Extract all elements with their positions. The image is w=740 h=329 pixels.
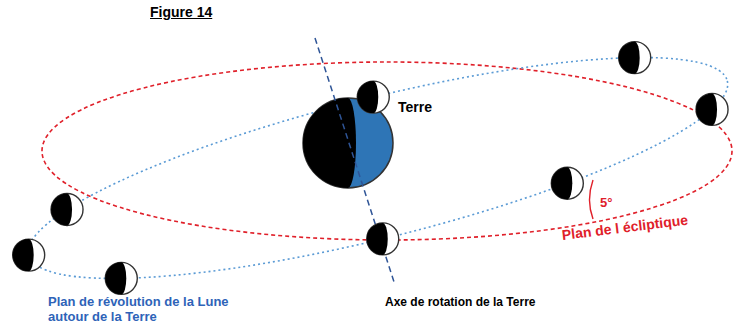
moon — [619, 42, 651, 74]
rotation-axis — [315, 38, 395, 285]
moon-dark-side — [105, 262, 126, 294]
moon-lit-side — [357, 81, 389, 113]
ecliptic-plane — [42, 62, 732, 240]
ecliptic-label: Plan de l écliptique — [561, 213, 689, 243]
angle-arc — [590, 180, 594, 219]
moon-orbit — [12, 13, 740, 323]
angle-label: 5° — [600, 195, 612, 210]
moon-lit-side — [551, 167, 583, 199]
moon-dark-side — [551, 167, 572, 199]
moon-lit-side — [105, 262, 137, 294]
moon — [696, 93, 728, 125]
moon-lit-side — [13, 239, 45, 271]
moon — [357, 81, 389, 113]
moon — [13, 239, 45, 271]
moon — [367, 223, 399, 255]
moon-dark-side — [696, 93, 717, 125]
moon-lit-side — [367, 223, 399, 255]
moon-dark-side — [51, 193, 72, 225]
moon-dark-side — [367, 223, 388, 255]
moon — [551, 167, 583, 199]
moon — [105, 262, 137, 294]
moon-lit-side — [696, 93, 728, 125]
moon-dark-side — [357, 81, 378, 113]
moon-dark-side — [619, 42, 640, 74]
figure-title: Figure 14 — [150, 5, 212, 20]
earth-label: Terre — [398, 100, 432, 115]
orbit-label: Plan de révolution de la Lune autour de … — [48, 294, 248, 324]
moon-lit-side — [619, 42, 651, 74]
moon-lit-side — [51, 193, 83, 225]
moon — [51, 193, 83, 225]
moon-dark-side — [13, 239, 34, 271]
axis-label: Axe de rotation de la Terre — [385, 295, 536, 310]
earth-night-side — [303, 98, 356, 188]
